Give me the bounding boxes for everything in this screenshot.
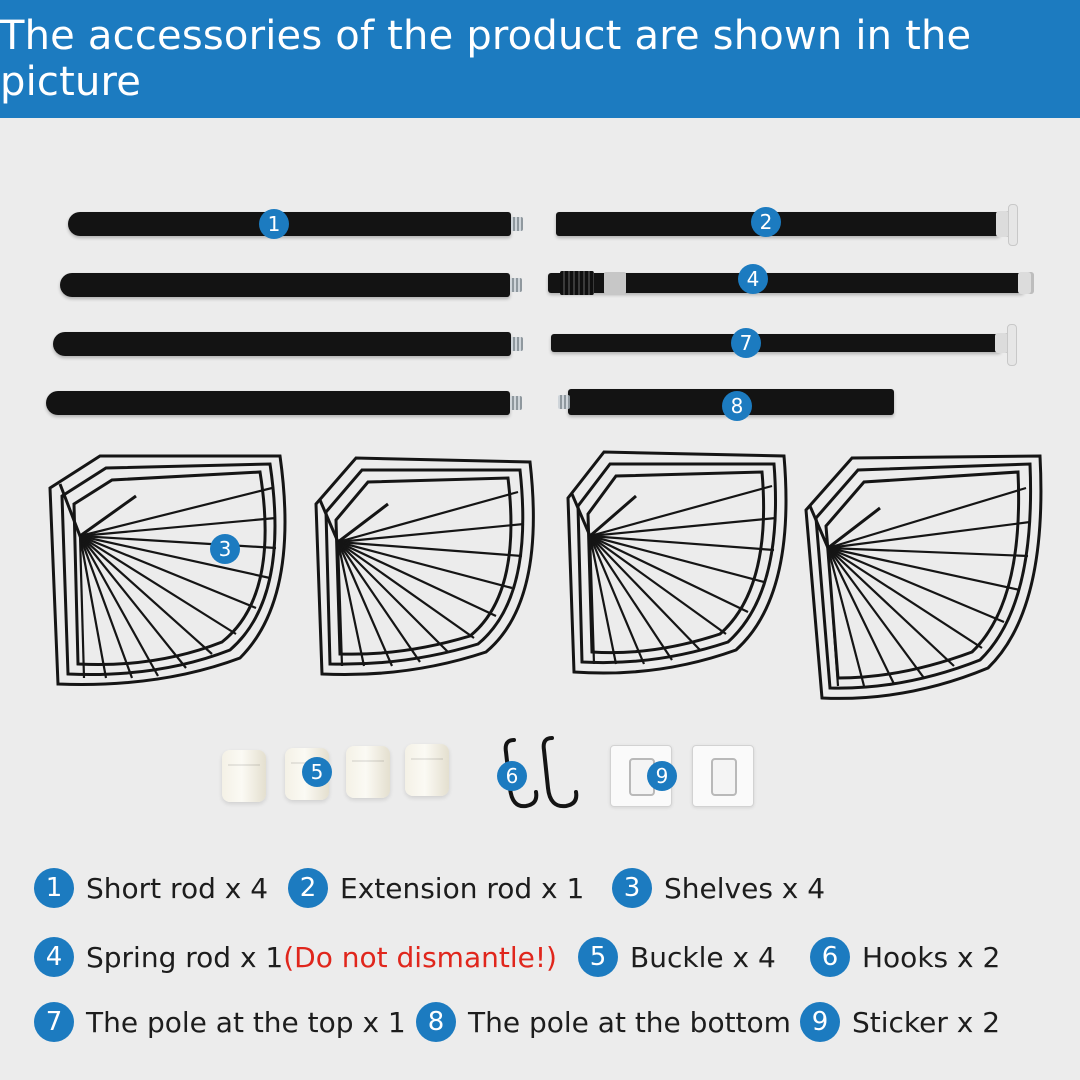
legend-item-2: 2 Extension rod x 1: [288, 866, 584, 910]
header-banner: The accessories of the product are shown…: [0, 0, 1080, 118]
page-title: The accessories of the product are shown…: [0, 13, 972, 105]
legend-item-8: 8 The pole at the bottom: [416, 1000, 791, 1044]
badge-9: 9: [647, 761, 677, 791]
legend-text: Buckle x 4: [630, 940, 776, 974]
badge-3: 3: [210, 534, 240, 564]
short-rod: [60, 273, 522, 297]
legend-number-5: 5: [578, 937, 618, 977]
legend-text: Short rod x 4: [86, 871, 269, 905]
badge-8: 8: [722, 391, 752, 421]
badge-2: 2: [751, 207, 781, 237]
corner-shelf: [804, 454, 1043, 700]
legend-number-1: 1: [34, 868, 74, 908]
legend-number-3: 3: [612, 868, 652, 908]
legend-item-3: 3 Shelves x 4: [612, 866, 825, 910]
legend-item-7: 7 The pole at the top x 1: [34, 1000, 406, 1044]
legend-number-8: 8: [416, 1002, 456, 1042]
legend-item-9: 9 Sticker x 2: [800, 1000, 1000, 1044]
legend-text: Extension rod x 1: [340, 871, 585, 905]
short-rod: [68, 212, 523, 236]
spring-rod: [548, 271, 1034, 295]
legend-item-5: 5 Buckle x 4: [578, 935, 776, 979]
badge-5: 5: [302, 757, 332, 787]
legend-text: Spring rod x 1: [86, 940, 284, 974]
legend-number-4: 4: [34, 937, 74, 977]
badge-7: 7: [731, 328, 761, 358]
legend-number-7: 7: [34, 1002, 74, 1042]
legend-text: The pole at the top x 1: [86, 1005, 406, 1039]
legend: 1 Short rod x 4 2 Extension rod x 1 3 Sh…: [0, 858, 1080, 1068]
corner-shelf: [48, 454, 287, 686]
top-pole: [551, 324, 1017, 366]
legend-number-2: 2: [288, 868, 328, 908]
legend-number-6: 6: [810, 937, 850, 977]
s-hooks: [503, 736, 579, 809]
legend-text: Sticker x 2: [852, 1005, 1001, 1039]
legend-item-1: 1 Short rod x 4: [34, 866, 268, 910]
buckle: [405, 744, 449, 796]
short-rod: [53, 332, 523, 356]
sticker: [692, 745, 754, 807]
legend-item-4: 4 Spring rod x 1 (Do not dismantle!): [34, 935, 557, 979]
legend-warning: (Do not dismantle!): [283, 940, 557, 974]
legend-text: Hooks x 2: [862, 940, 1001, 974]
badge-6: 6: [497, 761, 527, 791]
badge-4: 4: [738, 264, 768, 294]
buckle: [346, 746, 390, 798]
legend-item-6: 6 Hooks x 2: [810, 935, 1000, 979]
corner-shelf: [314, 456, 535, 677]
legend-number-9: 9: [800, 1002, 840, 1042]
legend-text: The pole at the bottom: [468, 1005, 791, 1039]
badge-1: 1: [259, 209, 289, 239]
buckle: [222, 750, 266, 802]
corner-shelf: [566, 450, 788, 675]
short-rod: [46, 391, 522, 415]
legend-text: Shelves x 4: [664, 871, 826, 905]
